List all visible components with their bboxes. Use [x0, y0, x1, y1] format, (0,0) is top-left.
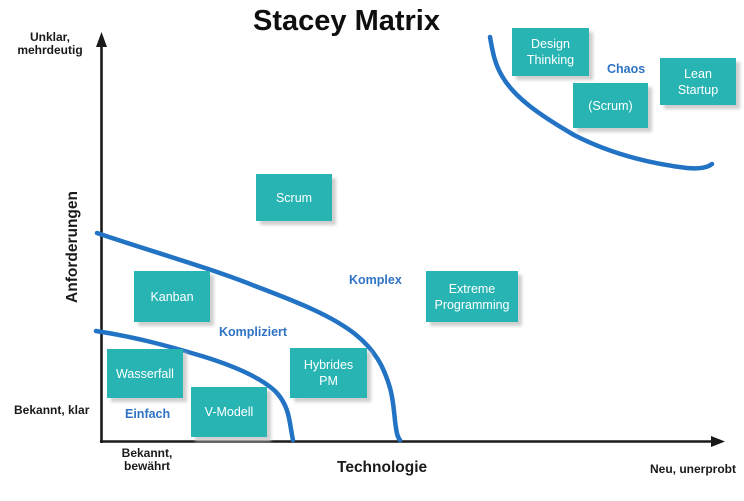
- method-box-v-modell: V-Modell: [191, 387, 267, 437]
- method-box-hybrides-pm: Hybrides PM: [290, 348, 367, 398]
- region-label-chaos: Chaos: [607, 62, 646, 76]
- y-axis-top-label: Unklar, mehrdeutig: [17, 30, 83, 57]
- method-box-kanban: Kanban: [134, 271, 210, 322]
- y-axis-title: Anforderungen: [64, 191, 81, 303]
- region-label-einfach: Einfach: [125, 407, 171, 421]
- chaos-boundary-curve: [487, 34, 715, 171]
- komplex-boundary-curve: [94, 230, 403, 443]
- region-label-komplex: Komplex: [349, 273, 402, 287]
- method-box-design-thinking: Design Thinking: [512, 28, 589, 76]
- diagram-title: Stacey Matrix: [253, 5, 440, 37]
- method-box-wasserfall: Wasserfall: [107, 349, 183, 398]
- x-axis-arrowhead-icon: [711, 436, 725, 447]
- method-box-scrum-in-chaos: (Scrum): [573, 83, 648, 128]
- region-label-kompliziert: Kompliziert: [219, 325, 288, 339]
- method-box-lean-startup: Lean Startup: [660, 58, 736, 105]
- method-box-extreme-programming: Extreme Programming: [426, 271, 518, 322]
- x-axis-title: Technologie: [337, 459, 428, 476]
- y-axis-bottom-label: Bekannt, klar: [14, 403, 90, 417]
- einfach-boundary-curve: [93, 328, 296, 443]
- y-axis-arrowhead-icon: [96, 32, 107, 47]
- method-box-scrum: Scrum: [256, 174, 332, 221]
- x-axis-right-label: Neu, unerprobt: [650, 462, 736, 476]
- x-axis-left-label: Bekannt, bewährt: [121, 446, 173, 473]
